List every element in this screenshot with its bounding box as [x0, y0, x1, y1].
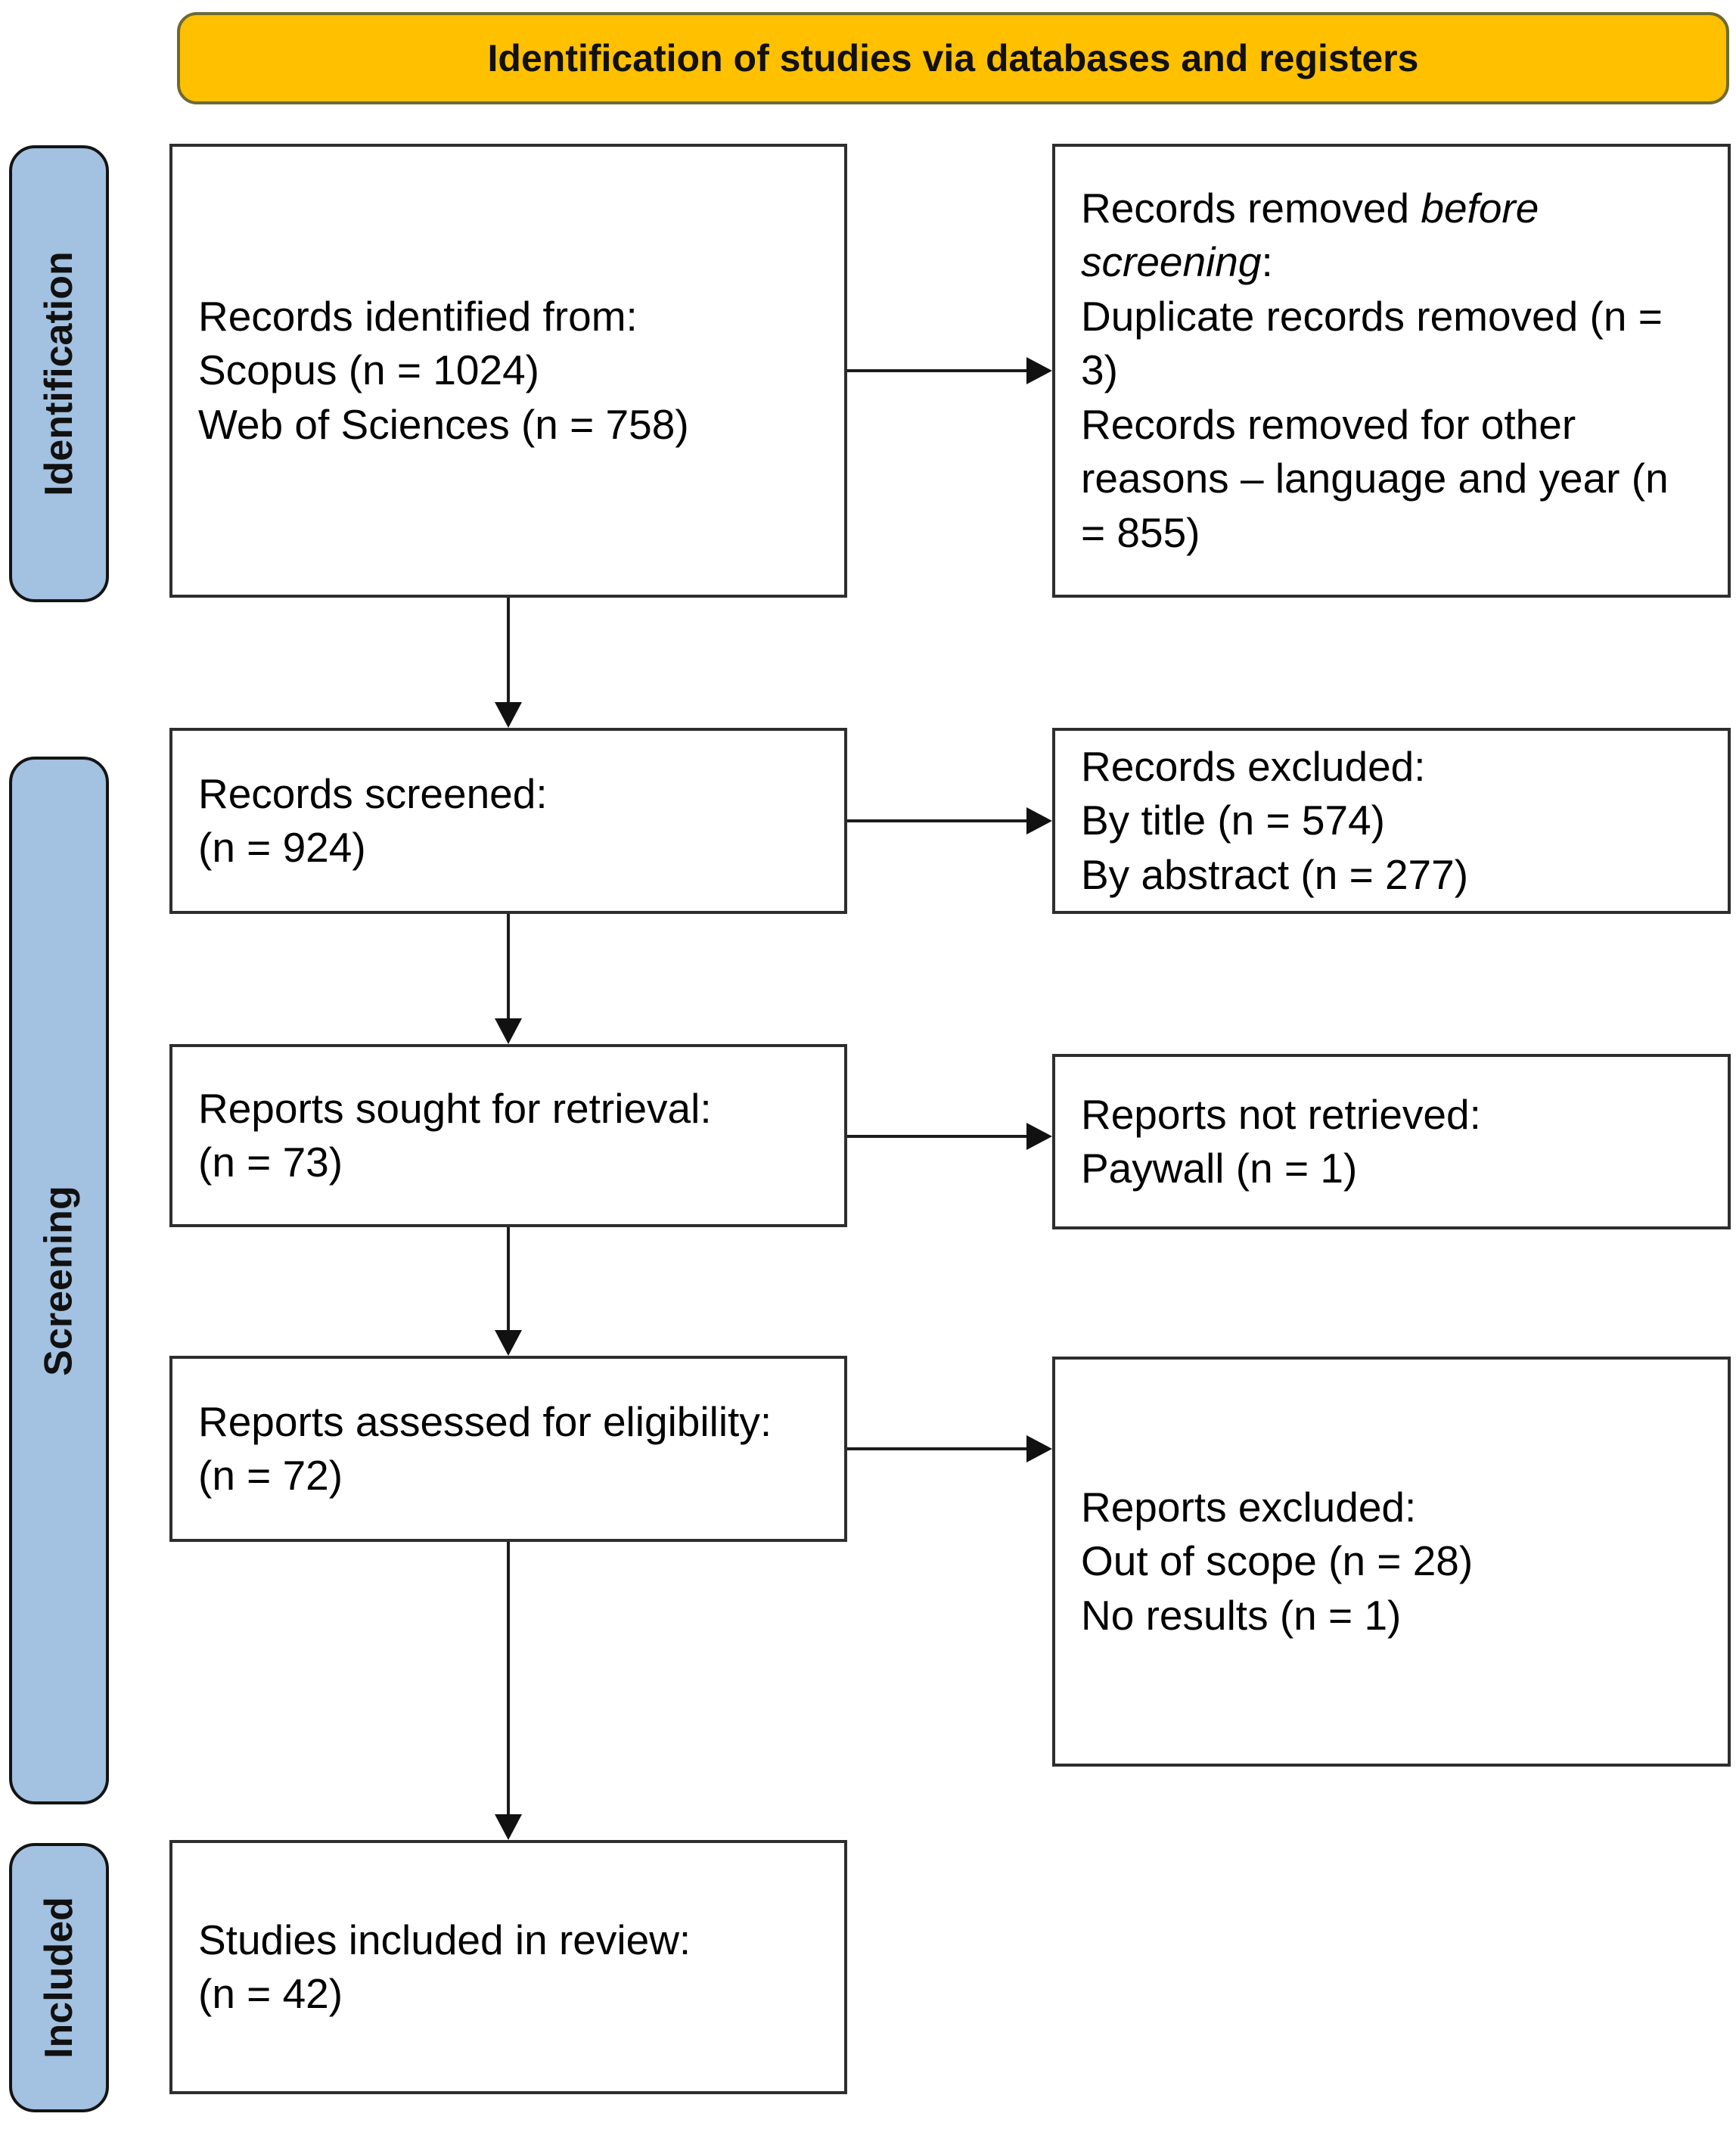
text-line: Records excluded:	[1081, 742, 1426, 790]
box-records-removed: Records removed before screening: Duplic…	[1052, 144, 1731, 598]
stage-text-included: Included	[37, 1897, 82, 2059]
text-line: Reports not retrieved:	[1081, 1090, 1481, 1138]
text-line: Records identified from:	[198, 292, 638, 340]
text-segment: Records removed	[1081, 184, 1421, 232]
text-line: (n = 72)	[198, 1452, 343, 1499]
arrow-head-assessed-to-reportsexcluded	[1026, 1435, 1052, 1462]
arrow-head-assessed-to-included	[495, 1814, 522, 1840]
banner: Identification of studies via databases …	[177, 12, 1729, 104]
text-line: Duplicate records removed (n = 3)	[1081, 292, 1663, 394]
box-records-screened: Records screened: (n = 924)	[169, 728, 847, 914]
stage-text-identification: Identification	[37, 251, 81, 496]
box-records-identified: Records identified from: Scopus (n = 102…	[169, 144, 847, 598]
text-line: Records removed for other reasons – lang…	[1081, 400, 1669, 556]
text-line: Records removed before screening:	[1081, 182, 1690, 290]
text-line: Reports sought for retrieval:	[198, 1084, 712, 1132]
text-line: Scopus (n = 1024)	[198, 347, 539, 394]
arrow-line-identified-to-removed	[847, 369, 1026, 372]
stage-label-screening: Screening	[9, 757, 109, 1804]
arrow-line-sought-to-notretrieved	[847, 1135, 1026, 1138]
stage-text-screening: Screening	[37, 1185, 82, 1376]
text-line: (n = 73)	[198, 1139, 343, 1186]
box-reports-excluded: Reports excluded: Out of scope (n = 28) …	[1052, 1357, 1731, 1767]
text-line: By title (n = 574)	[1081, 797, 1385, 844]
text-line: Paywall (n = 1)	[1081, 1145, 1358, 1192]
text-line: Records screened:	[198, 769, 548, 817]
text-line: Reports assessed for eligibility:	[198, 1397, 772, 1445]
text-line: Reports excluded:	[1081, 1483, 1417, 1531]
box-reports-not-retrieved: Reports not retrieved: Paywall (n = 1)	[1052, 1054, 1731, 1229]
text-line: (n = 924)	[198, 824, 366, 871]
arrow-head-identified-to-removed	[1026, 357, 1052, 384]
text-line: Studies included in review:	[198, 1916, 691, 1963]
arrow-head-screened-to-excluded	[1026, 807, 1052, 835]
stage-label-included: Included	[9, 1843, 109, 2112]
stage-label-identification: Identification	[9, 145, 109, 602]
box-reports-sought: Reports sought for retrieval: (n = 73)	[169, 1044, 847, 1227]
box-records-excluded: Records excluded: By title (n = 574) By …	[1052, 728, 1731, 914]
arrow-head-screened-to-sought	[495, 1018, 522, 1044]
arrow-line-sought-to-assessed	[507, 1227, 510, 1332]
text-line: By abstract (n = 277)	[1081, 850, 1469, 898]
text-line: Web of Sciences (n = 758)	[198, 400, 689, 448]
arrow-line-assessed-to-reportsexcluded	[847, 1447, 1026, 1450]
arrow-line-assessed-to-included	[507, 1542, 510, 1816]
box-reports-assessed: Reports assessed for eligibility: (n = 7…	[169, 1356, 847, 1542]
text-line: Out of scope (n = 28)	[1081, 1537, 1474, 1585]
arrow-line-screened-to-sought	[507, 914, 510, 1020]
arrow-head-sought-to-notretrieved	[1026, 1123, 1052, 1150]
text-segment-italic: before screening	[1081, 184, 1539, 286]
arrow-line-identified-to-screened	[507, 598, 510, 704]
text-line: No results (n = 1)	[1081, 1591, 1402, 1639]
arrow-line-screened-to-excluded	[847, 819, 1026, 822]
text-segment: :	[1261, 238, 1273, 286]
box-studies-included: Studies included in review: (n = 42)	[169, 1840, 847, 2094]
arrow-head-sought-to-assessed	[495, 1330, 522, 1356]
arrow-head-identified-to-screened	[495, 702, 522, 728]
banner-title: Identification of studies via databases …	[487, 37, 1419, 79]
text-line: (n = 42)	[198, 1970, 343, 2017]
